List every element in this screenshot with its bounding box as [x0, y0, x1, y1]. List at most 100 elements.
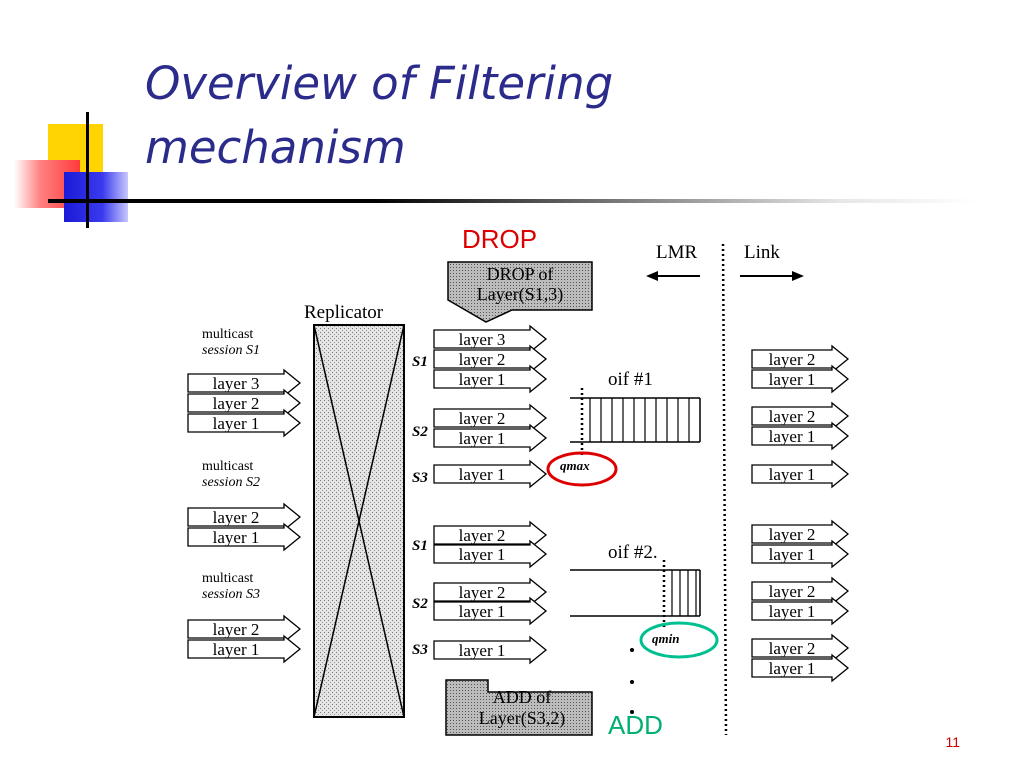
- continuation-dots: [630, 648, 634, 714]
- session-label-line2: session S1: [202, 343, 260, 358]
- oif2-input-arrow: layer 2: [433, 577, 548, 607]
- layer-label: layer 3: [213, 374, 260, 393]
- session-label-line2: session S2: [202, 475, 260, 490]
- oif1-label: oif #1: [608, 369, 653, 390]
- oif2-input-arrow: layer 1: [433, 635, 548, 665]
- layer-label: layer 1: [769, 370, 816, 389]
- drop-box-line1: DROP of: [487, 264, 554, 284]
- layer-label: layer 1: [459, 641, 506, 660]
- oif1-input-arrow: layer 1: [433, 423, 548, 453]
- oif1-input-arrow: layer 2: [433, 403, 548, 433]
- qmin-highlight-ring: [639, 621, 719, 659]
- add-of-layer-box: ADD of Layer(S3,2): [445, 679, 593, 736]
- layer-label: layer 2: [213, 508, 260, 527]
- oif2-output-arrow: layer 1: [751, 653, 850, 683]
- lmr-label: LMR: [656, 242, 698, 263]
- qmax-label: qmax: [560, 458, 590, 473]
- lmr-link-divider: [721, 243, 728, 736]
- input-layer-arrow: layer 2: [187, 502, 302, 532]
- deco-blue-square: [64, 172, 128, 222]
- session-label-line1: multicast: [202, 571, 253, 586]
- layer-label: layer 1: [769, 427, 816, 446]
- oif2-output-arrow: layer 2: [751, 633, 850, 663]
- session-id-label: S3: [412, 642, 428, 658]
- drop-box-line2: Layer(S1,3): [477, 284, 563, 305]
- layer-label: layer 3: [459, 330, 506, 349]
- oif2-output-arrow: layer 1: [751, 539, 850, 569]
- add-box-line2: Layer(S3,2): [479, 708, 565, 729]
- layer-label: layer 2: [769, 525, 816, 544]
- add-box-line1: ADD of: [493, 687, 552, 707]
- layer-label: layer 2: [769, 582, 816, 601]
- link-arrow-right: [740, 271, 804, 281]
- oif1-output-arrow: layer 1: [751, 459, 850, 489]
- oif1-input-arrow: layer 2: [433, 344, 548, 374]
- session-id-label: S1: [412, 538, 428, 554]
- session-id-label: S2: [412, 596, 428, 612]
- oif1-output-arrow: layer 2: [751, 401, 850, 431]
- layer-label: layer 1: [769, 545, 816, 564]
- layer-label: layer 1: [769, 659, 816, 678]
- title-line-1: Overview of Filtering: [145, 57, 614, 110]
- slide-title: Overview of Filtering mechanism: [145, 52, 925, 180]
- drop-of-layer-box: DROP of Layer(S1,3): [447, 261, 593, 323]
- layer-label: layer 1: [213, 528, 260, 547]
- oif2-output-arrow: layer 2: [751, 519, 850, 549]
- lmr-arrow-left: [646, 271, 700, 281]
- input-layer-arrow: layer 2: [187, 388, 302, 418]
- oif2-label: oif #2.: [608, 542, 658, 563]
- layer-label: layer 2: [769, 350, 816, 369]
- layer-label: layer 2: [459, 409, 506, 428]
- layer-label: layer 2: [213, 620, 260, 639]
- oif2-output-arrow: layer 1: [751, 596, 850, 626]
- layer-label: layer 2: [459, 526, 506, 545]
- session-id-label: S3: [412, 470, 428, 486]
- deco-vertical-line: [86, 112, 89, 228]
- input-layer-arrow: layer 1: [187, 634, 302, 664]
- layer-label: layer 2: [213, 394, 260, 413]
- replicator-cross-b: [313, 324, 405, 718]
- layer-label: layer 2: [769, 639, 816, 658]
- layer-label: layer 1: [459, 429, 506, 448]
- layer-label: layer 1: [769, 602, 816, 621]
- drop-annotation: DROP: [462, 224, 538, 254]
- oif1-input-arrow: layer 1: [433, 459, 548, 489]
- layer-label: layer 2: [459, 583, 506, 602]
- qmin-label: qmin: [652, 631, 679, 646]
- slide-number: 11: [945, 734, 960, 750]
- oif1-input-arrow: layer 3: [433, 324, 548, 354]
- layer-label: layer 1: [769, 465, 816, 484]
- oif1-output-arrow: layer 1: [751, 364, 850, 394]
- oif2-input-arrow: layer 1: [433, 539, 548, 569]
- replicator-label: Replicator: [304, 302, 384, 323]
- layer-label: layer 1: [459, 370, 506, 389]
- oif2-queue: [570, 569, 701, 617]
- oif1-output-arrow: layer 1: [751, 421, 850, 451]
- input-layer-arrow: layer 1: [187, 408, 302, 438]
- oif2-input-arrow: layer 2: [433, 520, 548, 550]
- layer-label: layer 1: [213, 640, 260, 659]
- title-underline: [48, 199, 978, 203]
- title-line-2: mechanism: [145, 121, 406, 174]
- layer-label: layer 1: [213, 414, 260, 433]
- layer-label: layer 1: [459, 602, 506, 621]
- oif2-output-arrow: layer 2: [751, 576, 850, 606]
- layer-label: layer 2: [459, 350, 506, 369]
- oif2-input-arrow: layer 1: [433, 596, 548, 626]
- layer-label: layer 2: [769, 407, 816, 426]
- session-id-label: S2: [412, 424, 428, 440]
- input-layer-arrow: layer 3: [187, 368, 302, 398]
- input-layer-arrow: layer 1: [187, 522, 302, 552]
- session-label-line1: multicast: [202, 459, 253, 474]
- session-id-label: S1: [412, 354, 428, 370]
- add-annotation: ADD: [608, 710, 663, 740]
- session-label-line1: multicast: [202, 327, 253, 342]
- session-label-line2: session S3: [202, 587, 260, 602]
- link-label: Link: [744, 242, 780, 263]
- qmax-highlight-ring: [546, 451, 618, 487]
- oif1-output-arrow: layer 2: [751, 344, 850, 374]
- layer-label: layer 1: [459, 545, 506, 564]
- input-layer-arrow: layer 2: [187, 614, 302, 644]
